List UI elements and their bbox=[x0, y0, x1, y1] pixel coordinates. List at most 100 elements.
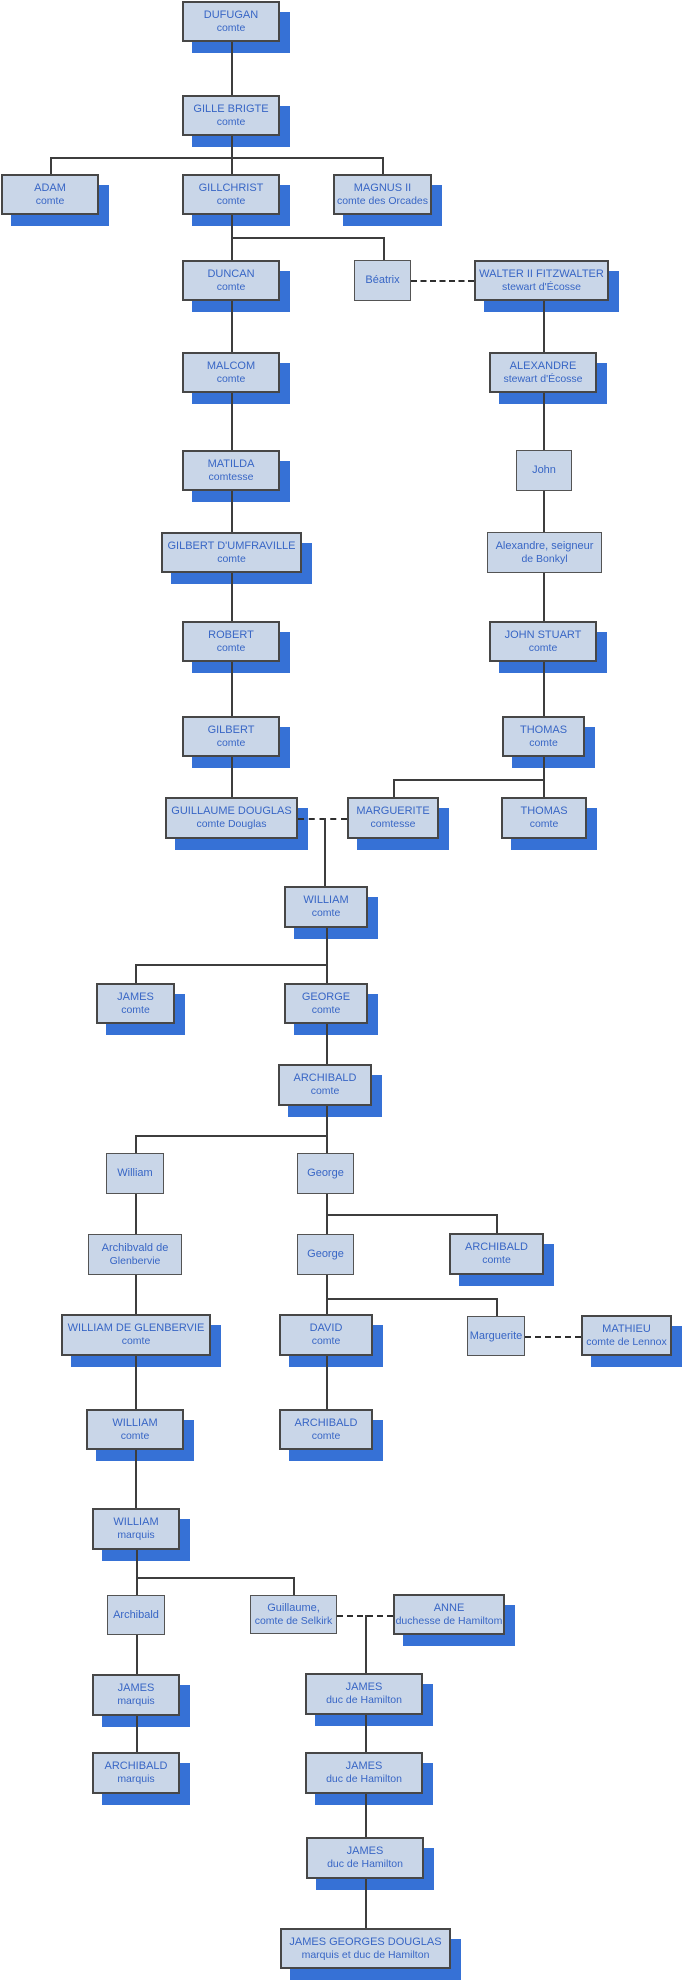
person-title: comte de Lennox bbox=[586, 1335, 667, 1348]
person-name: Archibvald de bbox=[101, 1241, 169, 1254]
connector-line bbox=[136, 1577, 293, 1579]
person-node-archibald-small: Archibald bbox=[107, 1595, 165, 1635]
person-title: comte bbox=[216, 21, 246, 34]
person-name: GILBERT D'UMFRAVILLE bbox=[167, 539, 296, 552]
person-title: comtesse bbox=[370, 818, 416, 830]
connector-line bbox=[365, 1615, 367, 1673]
person-name: JAMES GEORGES DOUGLAS bbox=[289, 1935, 442, 1948]
person-name: ROBERT bbox=[208, 628, 254, 641]
person-name: JAMES bbox=[117, 1682, 155, 1694]
person-title: comte bbox=[216, 115, 246, 128]
person-title: comte des Orcades bbox=[336, 194, 429, 207]
person-title: comte bbox=[528, 641, 558, 654]
person-name: GUILLAUME DOUGLAS bbox=[171, 805, 292, 817]
person-title: marquis bbox=[117, 1695, 155, 1707]
person-name: JAMES bbox=[117, 990, 154, 1003]
connector-line bbox=[365, 1794, 367, 1837]
person-title: comte Douglas bbox=[196, 818, 267, 830]
connector-line bbox=[135, 964, 326, 966]
connector-line bbox=[326, 928, 328, 983]
person-title: comte bbox=[217, 552, 246, 565]
person-title: comte bbox=[35, 194, 65, 207]
person-name: JAMES bbox=[345, 1681, 383, 1693]
connector-line bbox=[135, 1135, 137, 1153]
person-name: George bbox=[307, 1167, 344, 1179]
person-name: DUNCAN bbox=[207, 267, 255, 280]
person-title: de Bonkyl bbox=[521, 552, 568, 565]
person-title: stewart d'Écosse bbox=[503, 372, 583, 385]
person-name: ARCHIBALD bbox=[104, 1760, 168, 1772]
connector-line bbox=[136, 1550, 138, 1595]
person-name: Marguerite bbox=[469, 1329, 523, 1342]
connector-line bbox=[326, 1356, 328, 1409]
person-name: John bbox=[532, 464, 556, 476]
person-node-george-small-1: George bbox=[297, 1153, 354, 1194]
person-name: Béatrix bbox=[365, 274, 400, 286]
person-name: ARCHIBALD bbox=[293, 1072, 357, 1084]
person-name: JAMES bbox=[346, 1845, 384, 1857]
connector-line bbox=[136, 1635, 138, 1674]
connector-line bbox=[543, 393, 545, 450]
person-title: comte bbox=[120, 1429, 150, 1442]
connector-line bbox=[136, 1716, 138, 1752]
person-name: THOMAS bbox=[519, 723, 568, 736]
person-name: MALCOM bbox=[206, 359, 256, 372]
marriage-dashed-line bbox=[411, 280, 474, 282]
marriage-dashed-line bbox=[525, 1336, 581, 1338]
person-title: comte bbox=[311, 1429, 341, 1442]
person-name: MARGUERITE bbox=[356, 805, 430, 817]
connector-line bbox=[543, 301, 545, 352]
person-title: duc de Hamilton bbox=[326, 1773, 402, 1785]
connector-line bbox=[393, 779, 543, 781]
connector-line bbox=[135, 964, 137, 983]
connector-line bbox=[135, 1450, 137, 1508]
connector-line bbox=[135, 1356, 137, 1409]
person-name: MAGNUS II bbox=[353, 181, 412, 194]
person-name: WILLIAM bbox=[112, 1416, 158, 1429]
connector-line bbox=[365, 1715, 367, 1752]
person-node-john: John bbox=[516, 450, 572, 491]
connector-line bbox=[326, 1275, 328, 1314]
person-title: comte bbox=[529, 818, 559, 830]
person-name: WILLIAM bbox=[113, 1516, 159, 1528]
connector-line bbox=[50, 157, 382, 159]
marriage-dashed-line bbox=[298, 818, 347, 820]
person-title: comte bbox=[529, 736, 558, 749]
person-title: duc de Hamilton bbox=[327, 1858, 403, 1870]
connector-line bbox=[496, 1298, 498, 1316]
person-name: JAMES bbox=[345, 1760, 383, 1772]
person-name: DUFUGAN bbox=[203, 8, 259, 21]
connector-line bbox=[50, 157, 52, 174]
person-name: Archibald bbox=[113, 1608, 159, 1621]
person-node-william-small: William bbox=[106, 1153, 164, 1194]
person-title: marquis et duc de Hamilton bbox=[301, 1948, 430, 1961]
connector-line bbox=[365, 1879, 367, 1928]
person-name: GEORGE bbox=[301, 990, 351, 1003]
person-title: comte bbox=[311, 1003, 341, 1016]
person-name: ALEXANDRE bbox=[509, 359, 577, 372]
connector-line bbox=[543, 573, 545, 621]
connector-line bbox=[231, 573, 233, 621]
